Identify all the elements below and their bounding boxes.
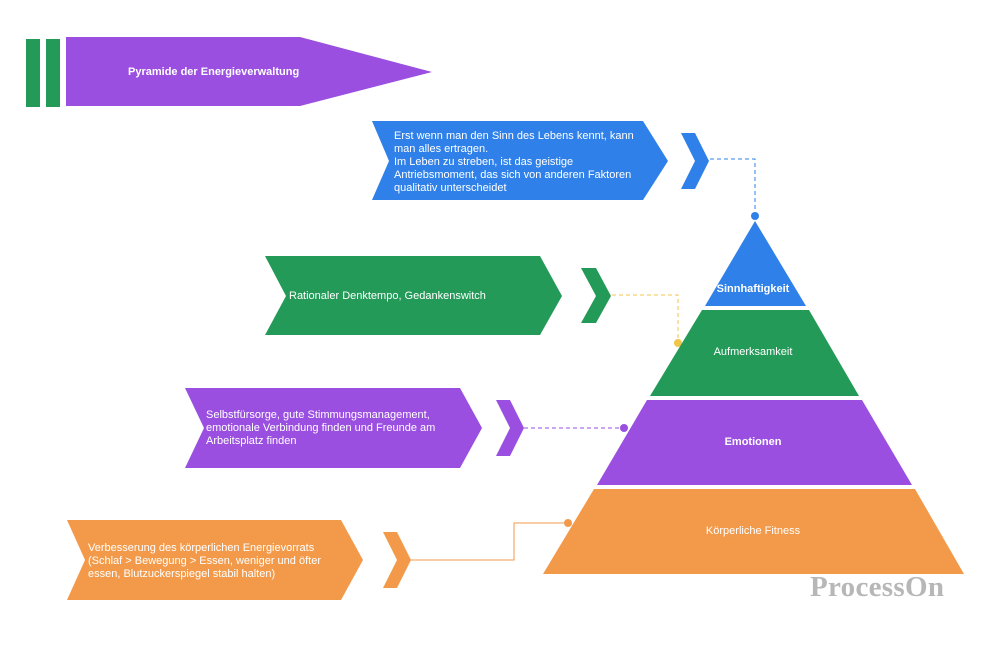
- tier-emotionen: [597, 400, 912, 485]
- title-banner: [66, 37, 432, 106]
- tier-aufmerksamkeit: [650, 310, 859, 396]
- note-text-fitness: Verbesserung des körperlichen Energievor…: [88, 542, 321, 580]
- note-shape-emotionen: [185, 388, 482, 468]
- connector-fitness: [410, 522, 568, 561]
- connector-dot-aufmerksamkeit: [674, 339, 682, 347]
- diagram-title: Pyramide der Energieverwaltung: [128, 66, 300, 78]
- note-text-emotionen: Selbstfürsorge, gute Stimmungsmanagement…: [206, 409, 436, 447]
- tier-fitness: [543, 489, 964, 574]
- connector-dot-fitness: [564, 519, 572, 527]
- note-text-aufmerksamkeit: Rationaler Denktempo, Gedankenswitch: [289, 290, 486, 302]
- connector-dot-emotionen: [620, 424, 628, 432]
- note-shape-aufmerksamkeit: [265, 256, 562, 335]
- tier-label-aufmerksamkeit: Aufmerksamkeit: [713, 346, 793, 358]
- chevron-sinnhaftigkeit: [681, 133, 709, 189]
- title-bar-left: [26, 39, 40, 107]
- tier-label-emotionen: Emotionen: [724, 436, 782, 448]
- tier-sinnhaftigkeit: [705, 221, 806, 306]
- tier-label-fitness: Körperliche Fitness: [705, 525, 801, 537]
- note-text-sinnhaftigkeit: Erst wenn man den Sinn des Lebens kennt,…: [394, 130, 634, 194]
- chevron-emotionen: [496, 400, 524, 456]
- note-shape-fitness: [67, 520, 363, 600]
- watermark: ProcessOn: [810, 571, 945, 603]
- title-bar-right: [46, 39, 60, 107]
- connector-aufmerksamkeit: [612, 294, 679, 343]
- connector-dot-sinnhaftigkeit: [751, 212, 759, 220]
- connector-sinnhaftigkeit: [710, 158, 756, 216]
- tier-label-sinnhaftigkeit: Sinnhaftigkeit: [716, 283, 790, 295]
- note-shape-sinnhaftigkeit: [372, 121, 668, 200]
- chevron-fitness: [383, 532, 411, 588]
- chevron-aufmerksamkeit: [581, 268, 611, 323]
